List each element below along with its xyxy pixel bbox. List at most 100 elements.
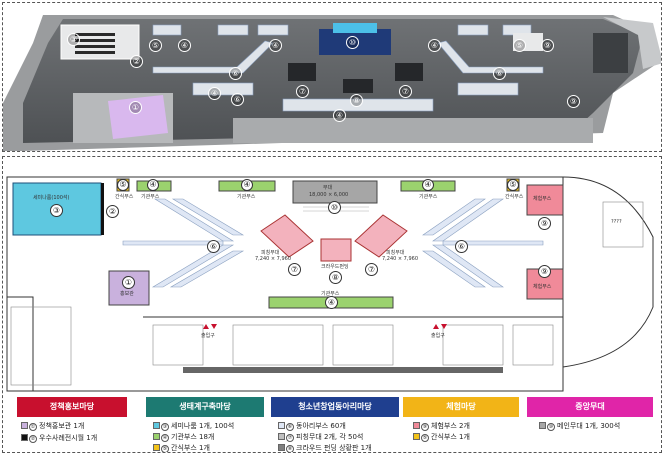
render-marker-1: ① (129, 101, 142, 114)
crowd-label: 크라우드펀딩 (321, 264, 349, 270)
club-booth-rows (122, 198, 544, 288)
pitch-seat-grids (260, 214, 408, 262)
legend-num: ⑥ (286, 423, 294, 431)
org-top-num: ④ (241, 179, 253, 191)
legend-text: 간식부스 1개 (171, 444, 210, 452)
swatch (153, 422, 160, 429)
promo-num: ① (122, 276, 135, 289)
entrance-left-label: 출입구 (201, 333, 215, 339)
club-right-num: ⑥ (455, 240, 468, 253)
snack-right-label: 간식부스 (505, 194, 524, 200)
render-marker-7a: ⑦ (296, 85, 309, 98)
swatch (413, 422, 420, 429)
crowd-board-render (343, 79, 373, 93)
seminar-num: ③ (50, 204, 63, 217)
main-stage-num: ⑩ (328, 201, 341, 214)
seminar-label: 세미나룸(100석) (33, 195, 70, 201)
org-top-right-num: ④ (422, 179, 434, 191)
promo-hall-render (108, 95, 168, 139)
legend-text: 피칭무대 2개, 각 50석 (296, 433, 364, 441)
legend-text: 체험부스 2개 (431, 422, 470, 430)
legend-text: 메인무대 1개, 300석 (557, 422, 621, 430)
main-stage-sub: 18,000 × 6,000 (309, 192, 349, 198)
legend-num: ⑩ (547, 423, 555, 431)
exhibit-wall-shape (101, 183, 104, 235)
legend-text: 동아리부스 60개 (296, 422, 346, 430)
pitch-left-sub: 7,240 × 7,960 (255, 256, 291, 262)
legend-text: 간식부스 1개 (431, 433, 470, 441)
render-marker-5b: ⑤ (513, 39, 526, 52)
render-marker-8: ⑧ (350, 94, 363, 107)
render-marker-4b: ④ (269, 39, 282, 52)
render-marker-6c: ⑥ (231, 93, 244, 106)
exp-booth-1-num: ⑨ (538, 217, 551, 230)
entrance-right-label: 출입구 (431, 333, 445, 339)
org-bottom-label: 기관부스 (321, 291, 340, 297)
legend-text: 정책홍보관 1개 (39, 422, 85, 430)
org-top-right-label: 기관부스 (419, 194, 438, 200)
venue-floor-plan: ③ 세미나룸(100석) ② ① 홍보관 ⑤ 간식부스 ④ 기관부스 ④ 기관부… (2, 156, 662, 453)
snack-left-num: ⑤ (117, 179, 129, 191)
render-illustration (3, 15, 661, 151)
main-stage-label: 무대 (323, 185, 333, 191)
legend-banner-youth-club: 청소년창업동아리마당 (271, 397, 399, 417)
render-marker-5a: ⑤ (149, 39, 162, 52)
pitch-stage-right-render (395, 63, 423, 81)
legend-num: ④ (161, 434, 169, 442)
legend-num: ⑧ (286, 445, 294, 452)
render-marker-2: ② (130, 55, 143, 68)
pitch-right-num: ⑦ (365, 263, 378, 276)
crowd-num: ⑧ (329, 271, 342, 284)
render-marker-9b: ⑨ (567, 95, 580, 108)
pitch-left-label: 피칭무대 (261, 250, 280, 256)
render-marker-10: ⑩ (346, 36, 359, 49)
swatch (21, 434, 28, 441)
legend-num: ③ (161, 423, 169, 431)
legend-text: 크라우드 펀딩 상황판 1개 (296, 444, 372, 452)
render-marker-4d: ④ (208, 87, 221, 100)
swatch (413, 433, 420, 440)
promo-label: 홍보관 (120, 291, 134, 297)
swatch (153, 444, 160, 451)
club-left-num: ⑥ (207, 240, 220, 253)
legend-banner-ecosystem: 생태계구축마당 (146, 397, 264, 417)
exp-booth-1-shape (526, 184, 564, 216)
right-wing (593, 33, 628, 73)
render-marker-6b: ⑥ (493, 67, 506, 80)
snack-left-label: 간식부스 (115, 194, 134, 200)
venue-3d-render: ① ② ③ ④ ④ ④ ④ ④ ⑤ ⑤ ⑥ ⑥ ⑥ ⑦ ⑦ ⑧ ⑨ ⑨ ⑩ (2, 2, 662, 152)
legend-text: 기관부스 18개 (171, 433, 215, 441)
exhibit-floor (23, 19, 643, 143)
org-bottom-num: ④ (325, 296, 338, 309)
swatch (539, 422, 546, 429)
exp-booth-2-num: ⑨ (538, 265, 551, 278)
legend-num: ⑨ (421, 423, 429, 431)
legend-num: ⑤ (421, 434, 429, 442)
exp-booth-2-label: 체험부스 (533, 284, 552, 290)
org-left-num: ④ (147, 179, 159, 191)
render-marker-7b: ⑦ (399, 85, 412, 98)
pitch-left-num: ⑦ (288, 263, 301, 276)
legend-banner-policy: 정책홍보마당 (17, 397, 127, 417)
exp-booth-1-label: 체험부스 (533, 196, 552, 202)
org-left-label: 기관부스 (141, 194, 160, 200)
unknown-room-label: ???? (611, 219, 622, 225)
exhibit-num: ② (106, 205, 119, 218)
pitch-right-sub: 7,240 × 7,960 (382, 256, 418, 262)
swatch (278, 422, 285, 429)
legend-num: ⑤ (161, 445, 169, 452)
swatch (153, 433, 160, 440)
pitch-right-label: 피칭무대 (386, 250, 405, 256)
legend-num: ⑦ (286, 434, 294, 442)
